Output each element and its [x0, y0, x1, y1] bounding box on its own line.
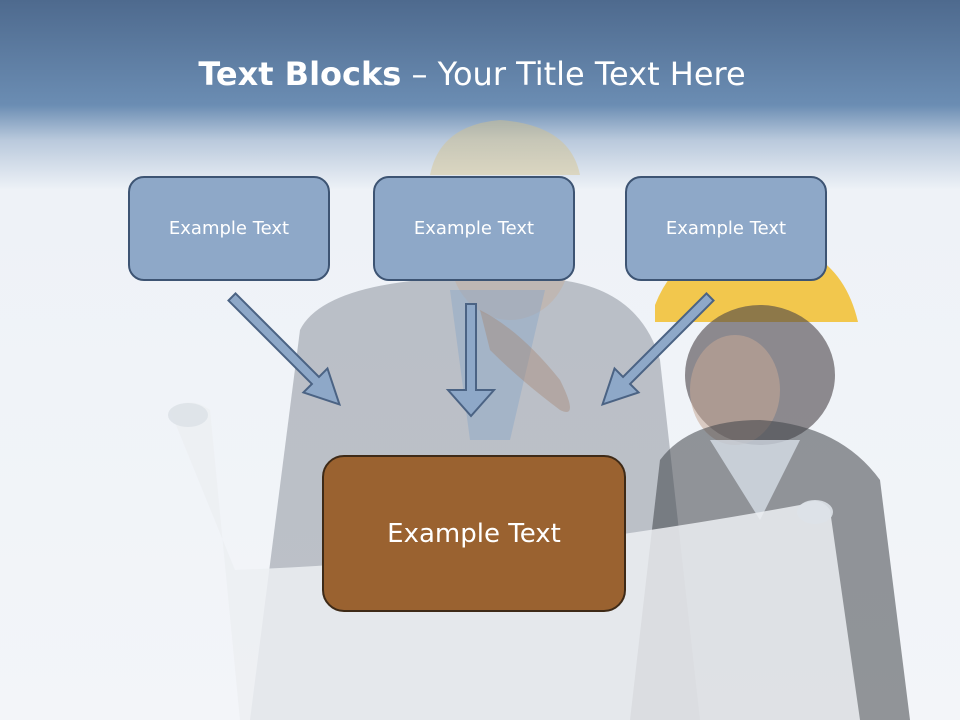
text-block-3-label: Example Text	[665, 218, 787, 239]
text-block-2-label: Example Text	[413, 218, 535, 239]
main-text-block[interactable]: Example Text	[322, 455, 626, 612]
page-title: Text Blocks – Your Title Text Here	[0, 52, 944, 96]
arrow-down-icon	[445, 303, 497, 418]
title-separator: –	[401, 55, 438, 93]
arrow-left-icon	[227, 292, 342, 407]
title-rest: Your Title Text Here	[437, 55, 746, 93]
text-block-1-label: Example Text	[168, 218, 290, 239]
main-text-block-label: Example Text	[387, 518, 561, 549]
text-block-3[interactable]: Example Text	[625, 176, 827, 281]
title-bold-part: Text Blocks	[198, 55, 402, 93]
text-block-1[interactable]: Example Text	[128, 176, 330, 281]
text-block-2[interactable]: Example Text	[373, 176, 575, 281]
arrow-right-icon	[600, 292, 715, 407]
